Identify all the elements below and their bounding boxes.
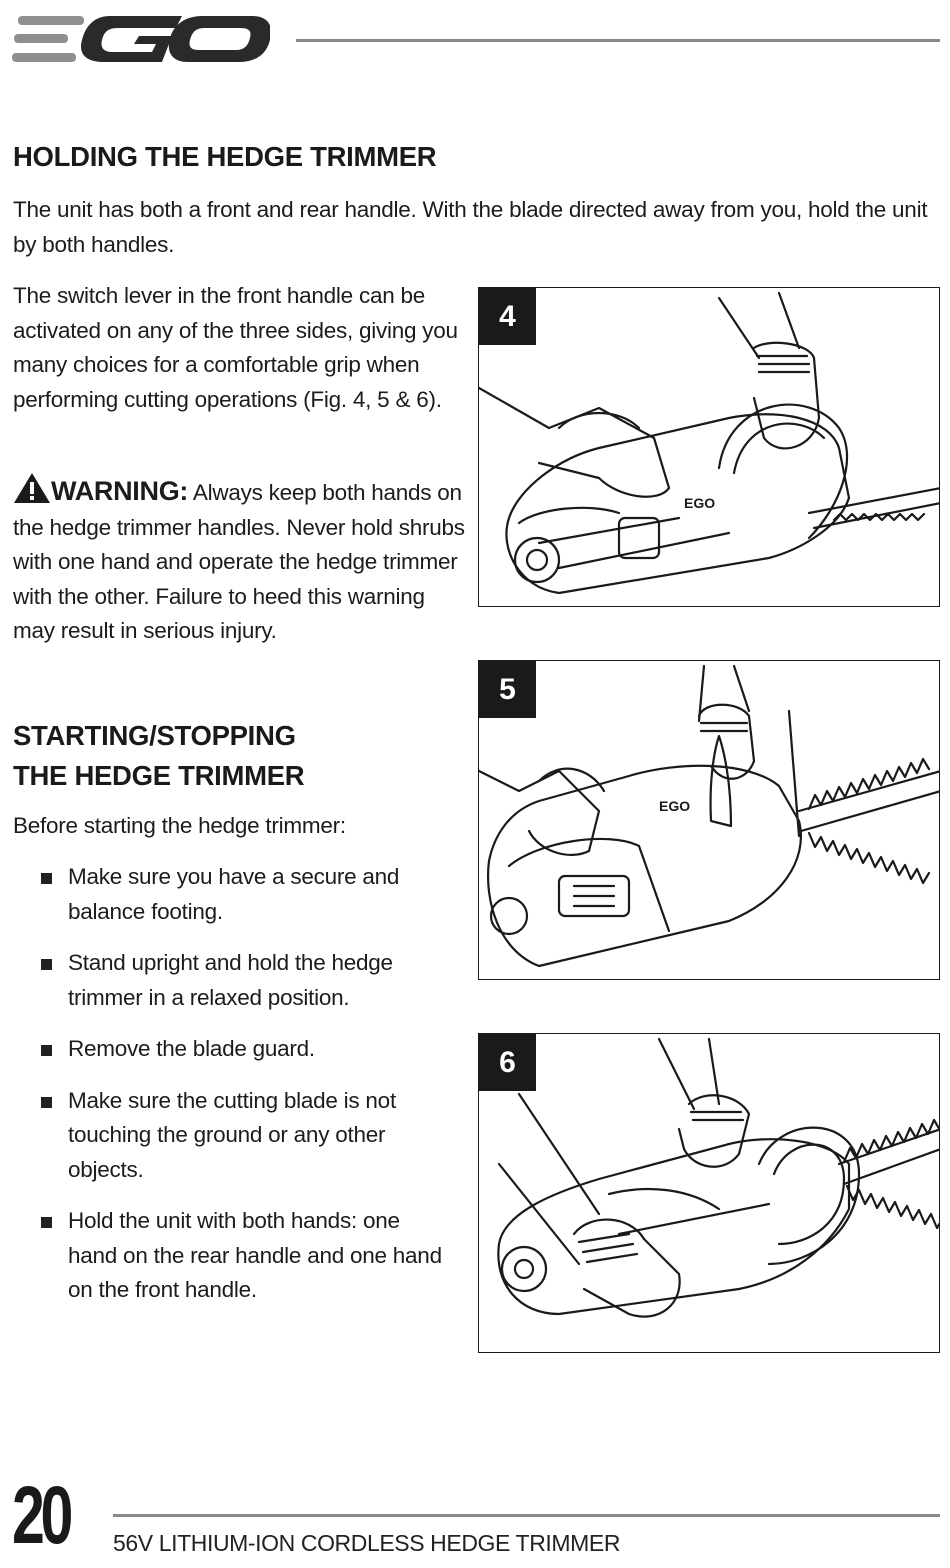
list-item: Stand upright and hold the hedge trimmer… xyxy=(13,946,453,1015)
section-title-line2: THE HEDGE TRIMMER xyxy=(13,760,305,791)
figure-6: 6 xyxy=(478,1033,940,1353)
list-item-text: Hold the unit with both hands: one hand … xyxy=(68,1208,442,1302)
footer-product-title: 56V LITHIUM-ION CORDLESS HEDGE TRIMMER xyxy=(113,1530,621,1556)
header-rule xyxy=(296,39,940,42)
svg-text:EGO: EGO xyxy=(684,495,715,511)
section-title-holding: HOLDING THE HEDGE TRIMMER xyxy=(13,141,437,172)
list-item: Make sure you have a secure and balance … xyxy=(13,860,453,929)
holding-paragraph: The unit has both a front and rear handl… xyxy=(13,197,928,257)
list-item: Remove the blade guard. xyxy=(13,1032,453,1067)
list-item: Hold the unit with both hands: one hand … xyxy=(13,1204,453,1308)
list-item-text: Make sure the cutting blade is not touch… xyxy=(68,1087,396,1182)
figure-6-illustration xyxy=(497,1037,939,1318)
figure-4-number: 4 xyxy=(479,288,536,345)
bullet-square-icon xyxy=(41,1045,52,1056)
figure-5: EGO 5 xyxy=(478,660,940,980)
list-item-text: Make sure you have a secure and balance … xyxy=(68,864,400,924)
footer-rule xyxy=(113,1514,940,1517)
starting-intro: Before starting the hedge trimmer: xyxy=(13,813,346,838)
figure-4: EGO 4 xyxy=(478,287,940,607)
list-item-text: Stand upright and hold the hedge trimmer… xyxy=(68,950,393,1010)
warning-triangle-icon xyxy=(13,472,51,504)
bullet-square-icon xyxy=(41,1096,52,1108)
ego-logo xyxy=(12,10,272,70)
list-item-text: Remove the blade guard. xyxy=(68,1036,315,1061)
warning-block: WARNING: Always keep both hands on the h… xyxy=(13,472,468,649)
warning-label: WARNING: xyxy=(51,476,189,506)
figure-4-illustration: EGO xyxy=(479,291,939,595)
figure-5-illustration: EGO xyxy=(479,664,939,968)
figure-6-number: 6 xyxy=(479,1034,536,1091)
list-item: Make sure the cutting blade is not touch… xyxy=(13,1084,453,1188)
figure-5-number: 5 xyxy=(479,661,536,718)
switch-lever-paragraph: The switch lever in the front handle can… xyxy=(13,283,458,412)
starting-checklist: Make sure you have a secure and balance … xyxy=(13,860,453,1325)
svg-text:EGO: EGO xyxy=(659,798,690,814)
page-number: 20 xyxy=(12,1470,73,1561)
bullet-square-icon xyxy=(41,1217,52,1228)
bullet-square-icon xyxy=(41,959,52,970)
section-title-line1: STARTING/STOPPING xyxy=(13,720,296,751)
section-title-starting: STARTING/STOPPING THE HEDGE TRIMMER xyxy=(13,716,305,796)
warning-text: Always keep both hands on the hedge trim… xyxy=(13,480,465,643)
bullet-square-icon xyxy=(41,873,52,884)
